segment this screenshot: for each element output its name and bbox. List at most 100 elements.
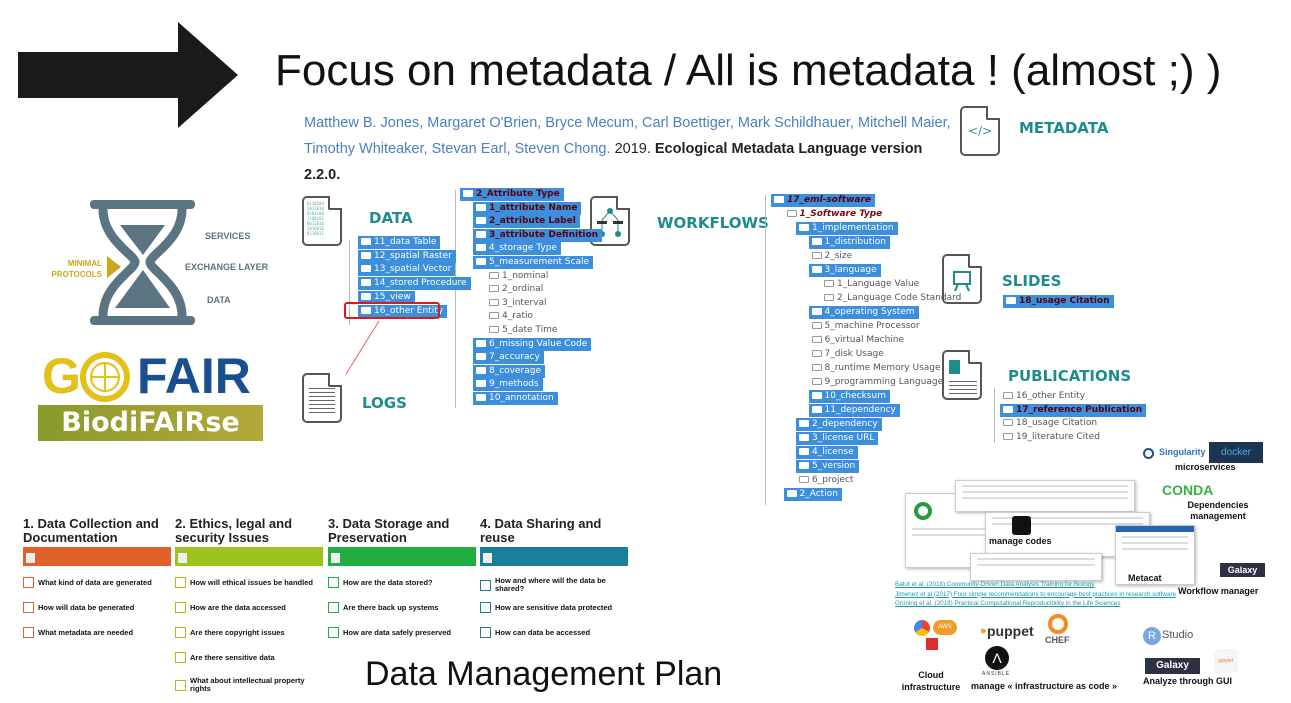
checkbox[interactable]	[23, 602, 34, 613]
tree-node-software[interactable]: 9_programming Language	[809, 376, 948, 389]
reference-link[interactable]: Jimenez et al (2017) Four simple recomme…	[895, 590, 1177, 598]
reference-link[interactable]: Grüning et al. (2018) Practical Computat…	[895, 600, 1121, 607]
tree-node-label: 6_virtual Machine	[824, 335, 905, 345]
tree-node-software[interactable]: 11_dependency	[808, 404, 900, 417]
header-checkbox[interactable]	[178, 553, 187, 563]
checkbox[interactable]	[480, 579, 491, 591]
tree-node-software[interactable]: 6_project	[796, 474, 857, 487]
tree-node-software[interactable]: 8_runtime Memory Usage	[809, 362, 945, 375]
tree-node-software[interactable]: 3_license URL	[796, 432, 879, 445]
tree-node-attribute[interactable]: 2_Attribute Type	[460, 188, 564, 201]
tree-node-attribute[interactable]: 4_storage Type	[473, 242, 561, 256]
dmp-checklist-item[interactable]: How can data be accessed	[480, 627, 630, 638]
checkbox[interactable]	[480, 627, 491, 638]
tree-node-software[interactable]: 5_version	[796, 460, 860, 473]
tree-node-software[interactable]: 3_language	[808, 264, 881, 277]
tree-node-attribute[interactable]: 5_date Time	[486, 324, 561, 337]
checkbox[interactable]	[175, 652, 186, 663]
checkbox[interactable]	[480, 602, 491, 613]
ansible-logo: ANSIBLE	[982, 671, 1011, 677]
tree-node-data[interactable]: 11_data Table	[358, 236, 441, 249]
tree-node-software[interactable]: 4_operating System	[808, 306, 919, 319]
tree-node-software[interactable]: 17_eml-software	[771, 194, 876, 207]
tree-node-attribute[interactable]: 5_measurement Scale	[473, 256, 594, 269]
tree-node-label: 19_literature Cited	[1016, 432, 1100, 443]
tree-node-software[interactable]: 10_checksum	[808, 390, 890, 403]
tree-node-attribute[interactable]: 3_interval	[486, 297, 551, 310]
tree-node-publications[interactable]: 19_literature Cited	[1000, 431, 1104, 444]
checkbox[interactable]	[175, 602, 186, 613]
header-checkbox[interactable]	[483, 553, 492, 563]
checkbox[interactable]	[23, 627, 34, 638]
dmp-checklist-item[interactable]: Are there copyright issues	[175, 627, 325, 638]
dmp-checklist-item[interactable]: How are data safely preserved	[328, 627, 478, 638]
tree-node-software[interactable]: 4_license	[796, 446, 858, 459]
dmp-checklist-item[interactable]: How will ethical issues be handled	[175, 577, 325, 588]
checkbox[interactable]	[175, 577, 186, 588]
tree-node-data[interactable]: 13_spatial Vector	[358, 263, 456, 277]
dmp-checklist-item[interactable]: How are the data accessed	[175, 602, 325, 613]
workflow-document-icon	[590, 196, 630, 246]
tree-node-data[interactable]: 16_other Entity	[358, 304, 448, 318]
dmp-checklist-item[interactable]: Are there sensitive data	[175, 652, 325, 663]
tree-node-label: 1_Language Value	[837, 279, 920, 289]
tree-node-attribute[interactable]: 2_ordinal	[486, 283, 547, 296]
tree-node-software[interactable]: 1_implementation	[796, 222, 898, 235]
tree-node-data[interactable]: 12_spatial Raster	[358, 249, 456, 263]
header-checkbox[interactable]	[26, 553, 35, 563]
tree-node-slides[interactable]: 18_usage Citation	[1003, 295, 1114, 308]
tree-node-software[interactable]: 2_size	[809, 250, 857, 263]
biodifairse-logo: BiodiFAIRse	[38, 405, 263, 441]
checkbox[interactable]	[23, 577, 34, 588]
tree-node-software[interactable]: 6_virtual Machine	[809, 334, 909, 347]
tree-node-attribute[interactable]: 1_attribute Name	[473, 201, 582, 215]
tree-node-attribute[interactable]: 10_annotation	[473, 392, 558, 405]
header-checkbox[interactable]	[331, 553, 340, 563]
tree-node-software[interactable]: 1_Software Type	[784, 208, 887, 221]
iac-label: manage « infrastructure as code »	[971, 681, 1118, 691]
dmp-checklist-item[interactable]: What about intellectual property rights	[175, 677, 325, 693]
checkbox[interactable]	[328, 627, 339, 638]
tree-node-publications[interactable]: 16_other Entity	[1000, 390, 1089, 403]
tree-node-attribute[interactable]: 6_missing Value Code	[473, 337, 592, 351]
checkbox[interactable]	[175, 627, 186, 638]
highlight-box	[344, 302, 440, 319]
tree-node-label: 9_programming Language	[824, 377, 944, 387]
tree-node-software[interactable]: 1_Language Value	[821, 278, 923, 291]
checklist-text: How are data safely preserved	[343, 627, 451, 637]
reference-link[interactable]: Batut et al. (2018) Community-Driven Dat…	[895, 581, 1095, 588]
tree-node-attribute[interactable]: 7_accuracy	[473, 351, 544, 365]
tree-node-data[interactable]: 15_view	[358, 290, 415, 304]
tree-node-software[interactable]: 2_Language Code Standard	[821, 292, 965, 305]
dmp-checklist-item[interactable]: What metadata are needed	[23, 627, 173, 638]
dmp-checklist-item[interactable]: What kind of data are generated	[23, 577, 173, 588]
dmp-checklist-item[interactable]: How are the data stored?	[328, 577, 478, 588]
dmp-checklist-item[interactable]: How are sensitive data protected	[480, 602, 630, 613]
tree-node-software[interactable]: 2_Action	[783, 488, 842, 501]
tree-node-software[interactable]: 5_machine Processor	[809, 320, 924, 333]
tree-node-attribute[interactable]: 8_coverage	[473, 364, 546, 378]
tree-node-publications[interactable]: 17_reference Publication	[1000, 403, 1147, 417]
tree-node-software[interactable]: 7_disk Usage	[809, 348, 888, 361]
tree-node-attribute[interactable]: 3_attribute Definition	[473, 228, 603, 242]
tree-node-data[interactable]: 14_stored Procedure	[358, 277, 471, 291]
dmp-column-bar	[175, 547, 323, 566]
tree-node-software[interactable]: 1_distribution	[808, 236, 891, 249]
tree-node-label: 2_Attribute Type	[476, 189, 560, 199]
dmp-checklist-item[interactable]: How and where will the data be shared?	[480, 577, 630, 593]
tree-node-attribute[interactable]: 9_methods	[473, 378, 543, 392]
checkbox[interactable]	[328, 577, 339, 588]
checkbox[interactable]	[328, 602, 339, 613]
tree-node-label: 17_eml-software	[787, 195, 872, 205]
checkbox[interactable]	[175, 679, 186, 691]
tree-node-attribute[interactable]: 1_nominal	[486, 270, 552, 283]
tree-node-software[interactable]: 2_dependency	[796, 418, 882, 431]
tree-node-attribute[interactable]: 2_attribute Label	[473, 215, 580, 229]
dmp-checklist-item[interactable]: How will data be generated	[23, 602, 173, 613]
tree-node-publications[interactable]: 18_usage Citation	[1000, 417, 1101, 430]
dmp-checklist-item[interactable]: Are there back up systems	[328, 602, 478, 613]
folder-icon	[476, 258, 486, 265]
tree-node-attribute[interactable]: 4_ratio	[486, 310, 537, 323]
checklist-text: How will ethical issues be handled	[190, 577, 313, 587]
